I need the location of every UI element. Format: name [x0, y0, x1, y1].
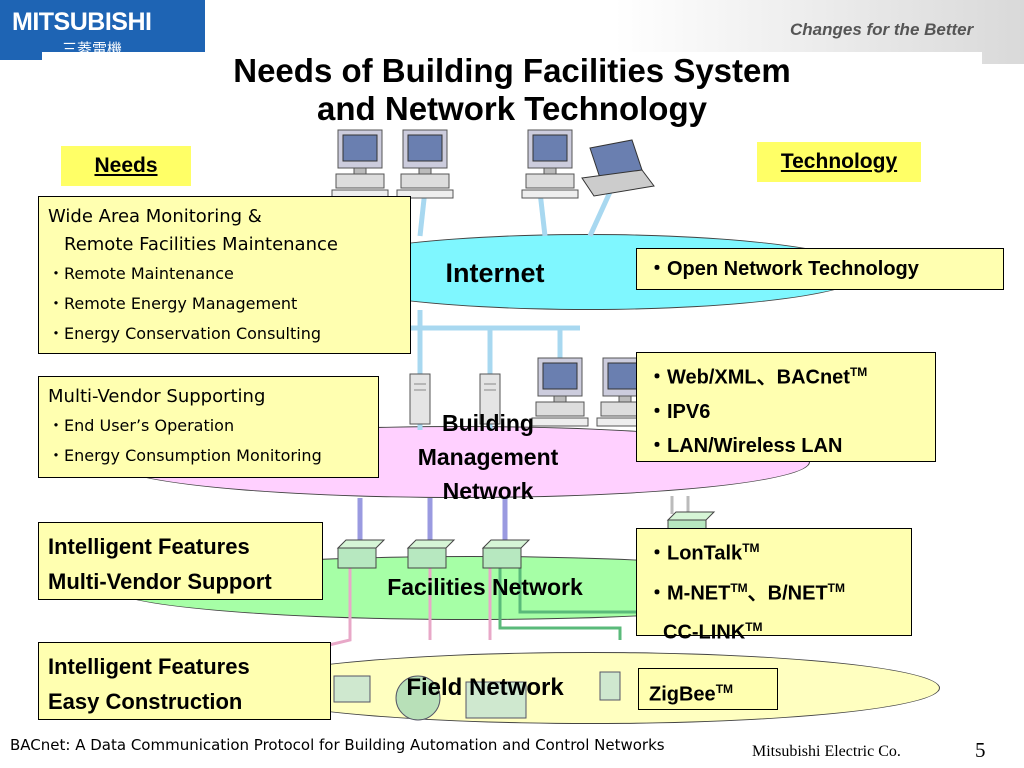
tech-item: CC-LINKTM: [647, 610, 901, 650]
needs-line: Multi-Vendor Support: [48, 569, 272, 594]
tech-item: ・LonTalkTM: [647, 531, 901, 571]
tech-item: ZigBeeTM: [649, 672, 767, 712]
tech-box-open-network: ・Open Network Technology: [636, 248, 1004, 290]
network-controller: [337, 539, 385, 569]
company-name: Mitsubishi Electric Co.: [752, 743, 901, 760]
network-controller: [407, 539, 455, 569]
trademark-mark: TM: [827, 580, 845, 595]
page-title: Needs of Building Facilities System and …: [0, 52, 1024, 128]
bmn-label-line2: Management: [417, 444, 559, 470]
building-network-wiring: [357, 498, 508, 544]
tech-item: ・Open Network Technology: [647, 258, 919, 280]
needs-box-remote-monitoring: Wide Area Monitoring & Remote Facilities…: [38, 196, 411, 354]
needs-box-multi-vendor: Multi-Vendor Supporting ・End User’s Oper…: [38, 376, 379, 478]
needs-heading: Multi-Vendor Supporting: [48, 386, 266, 407]
network-controller: [482, 539, 530, 569]
internet-label: Internet: [445, 258, 545, 288]
trademark-mark: TM: [849, 365, 868, 379]
needs-item: ・Energy Consumption Monitoring: [48, 446, 322, 465]
trademark-mark: TM: [715, 682, 734, 696]
title-band: [42, 52, 982, 132]
tagline: Changes for the Better: [790, 20, 974, 39]
facilities-network-label: Facilities Network: [387, 574, 583, 600]
tech-item-bnet: 、B/NET: [747, 582, 828, 605]
field-devices: [333, 671, 621, 721]
needs-line: Easy Construction: [48, 689, 243, 714]
needs-item: ・Energy Conservation Consulting: [48, 324, 322, 343]
trademark-mark: TM: [742, 541, 760, 555]
tech-box-building-management: ・Web/XML、BACnetTM ・IPV6 ・LAN/Wireless LA…: [636, 352, 936, 462]
needs-item: ・End User’s Operation: [48, 416, 235, 435]
building-management-network-label: Building Management Network: [398, 406, 578, 508]
technology-header: Technology: [757, 142, 921, 182]
tech-box-facilities: ・LonTalkTM ・M-NETTM、B/NETTM CC-LINKTM: [636, 528, 912, 644]
tech-item-web-xml: ・Web/XML、BACnet: [647, 366, 850, 389]
gateway-wiring: [670, 496, 690, 514]
needs-item: ・Remote Maintenance: [48, 264, 234, 283]
tech-item-mnet: ・M-NET: [647, 582, 731, 605]
tech-item: ・IPV6: [647, 400, 711, 423]
needs-box-intelligent-multivendor: Intelligent Features Multi-Vendor Suppor…: [38, 522, 323, 600]
needs-header: Needs: [61, 146, 191, 186]
needs-item: ・Remote Energy Management: [48, 294, 298, 313]
field-network-label: Field Network: [406, 674, 564, 701]
needs-line: Intelligent Features: [48, 534, 250, 559]
tech-item: ・M-NETTM、B/NETTM: [647, 571, 901, 611]
title-line-2: and Network Technology: [317, 90, 707, 127]
needs-line: Intelligent Features: [48, 654, 250, 679]
bmn-label-line3: Network: [442, 478, 534, 504]
logo-text: MITSUBISHI: [12, 8, 152, 36]
tech-item: ・LAN/Wireless LAN: [647, 434, 843, 457]
field-wiring-green: [498, 568, 640, 640]
footnote: BACnet: A Data Communication Protocol fo…: [10, 736, 665, 754]
page-number: 5: [975, 738, 986, 762]
tech-item: ・Web/XML、BACnetTM: [647, 355, 925, 395]
tech-item-cclink: CC-LINK: [663, 621, 746, 644]
pc-terminal: [331, 129, 389, 199]
tech-item-lontalk: ・LonTalk: [647, 542, 743, 565]
tech-item-zigbee: ZigBee: [649, 683, 716, 706]
needs-box-intelligent-construction: Intelligent Features Easy Construction: [38, 642, 331, 720]
trademark-mark: TM: [730, 580, 748, 595]
needs-heading: Remote Facilities Maintenance: [64, 234, 338, 255]
trademark-mark: TM: [745, 620, 763, 635]
laptop-terminal: [581, 139, 655, 197]
tech-box-field: ZigBeeTM: [638, 668, 778, 710]
title-line-1: Needs of Building Facilities System: [233, 52, 791, 89]
pc-terminal: [521, 129, 579, 199]
needs-heading: Wide Area Monitoring &: [48, 206, 262, 227]
pc-terminal: [396, 129, 454, 199]
bmn-label-line1: Building: [442, 410, 534, 436]
